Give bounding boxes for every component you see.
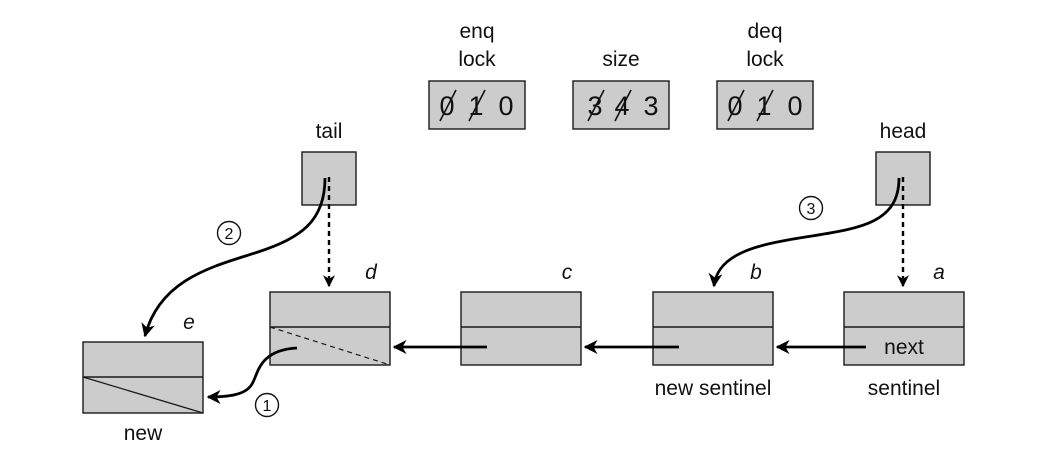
node-b-name: b bbox=[750, 261, 762, 284]
node-c-box bbox=[460, 291, 582, 366]
deq-lock-counter: deq lock 0 1 0 bbox=[716, 20, 814, 130]
tail-label: tail bbox=[316, 120, 343, 143]
node-d: d bbox=[269, 261, 391, 366]
tail-pointer: tail bbox=[301, 120, 357, 206]
node-a-box bbox=[843, 291, 965, 366]
node-d-old-null-slash bbox=[269, 326, 391, 366]
step-3-number: 3 bbox=[807, 201, 816, 218]
node-a-next-field: next bbox=[884, 336, 924, 359]
enq-lock-current-value: 0 bbox=[498, 91, 513, 121]
arrow-head-to-b bbox=[708, 177, 901, 288]
deq-lock-label-line1: deq bbox=[747, 20, 782, 43]
deq-lock-label-line2: lock bbox=[746, 48, 784, 71]
size-strike-1 bbox=[587, 89, 605, 122]
node-a-caption: sentinel bbox=[868, 377, 940, 400]
node-e-caption: new bbox=[124, 422, 163, 445]
step-marker-3: 3 bbox=[798, 195, 824, 221]
node-e-name: e bbox=[183, 311, 195, 334]
arrow-d-next-to-e bbox=[206, 346, 298, 404]
node-c: c bbox=[460, 261, 582, 366]
node-d-name: d bbox=[365, 261, 378, 284]
step-marker-1: 1 bbox=[254, 392, 280, 418]
size-counter: size 3 4 3 bbox=[572, 48, 670, 130]
deq-lock-strike-2 bbox=[756, 89, 774, 122]
head-pointer: head bbox=[875, 120, 931, 206]
enq-lock-counter: enq lock 0 1 0 bbox=[428, 20, 526, 130]
node-a: a next sentinel bbox=[843, 261, 965, 400]
step-1-number: 1 bbox=[263, 398, 272, 415]
node-d-box bbox=[269, 291, 391, 366]
node-c-name: c bbox=[562, 261, 573, 284]
size-strike-2 bbox=[614, 89, 632, 122]
node-a-name: a bbox=[933, 261, 945, 284]
node-b-caption: new sentinel bbox=[655, 377, 772, 400]
node-e-null-slash bbox=[82, 376, 204, 414]
node-b: b new sentinel bbox=[652, 261, 774, 400]
step-marker-2: 2 bbox=[216, 220, 242, 246]
size-current-value: 3 bbox=[643, 91, 658, 121]
head-label: head bbox=[880, 120, 927, 143]
arrow-tail-to-e bbox=[141, 177, 327, 338]
step-2-number: 2 bbox=[225, 226, 234, 243]
deq-lock-strike-1 bbox=[727, 89, 745, 122]
enq-lock-label-line2: lock bbox=[458, 48, 496, 71]
enq-lock-label-line1: enq bbox=[459, 20, 494, 43]
enq-lock-strike-2 bbox=[468, 89, 486, 122]
node-b-box bbox=[652, 291, 774, 366]
size-box bbox=[572, 80, 670, 130]
enq-lock-strike-1 bbox=[439, 89, 457, 122]
deq-lock-current-value: 0 bbox=[787, 91, 802, 121]
node-e: e new bbox=[82, 311, 204, 445]
size-label: size bbox=[602, 48, 639, 71]
